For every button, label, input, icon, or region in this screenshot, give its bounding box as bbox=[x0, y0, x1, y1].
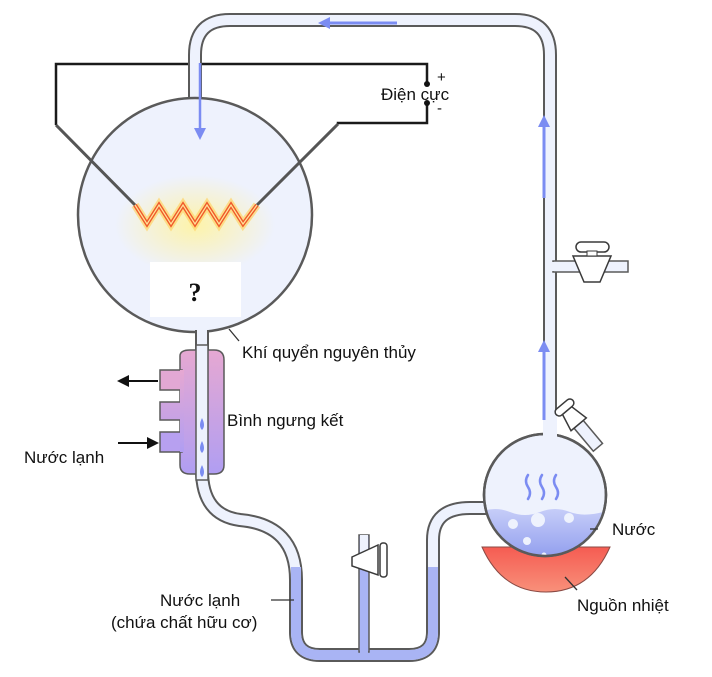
electrode-wires bbox=[54, 62, 429, 125]
leader-lines bbox=[228, 328, 598, 601]
unknown-box bbox=[150, 262, 241, 317]
condenser-label: Bình ngưng kết bbox=[227, 411, 344, 430]
droplet-icon bbox=[200, 465, 204, 477]
lower-left-tube bbox=[195, 330, 490, 662]
electrode-rods bbox=[54, 122, 340, 207]
unknown-label: ? bbox=[189, 278, 202, 307]
electrode-terminal bbox=[424, 100, 430, 106]
water-label: Nước bbox=[612, 520, 656, 539]
cold-water-organic-label-2: (chứa chất hữu cơ) bbox=[111, 613, 257, 632]
bottom-stopcock bbox=[351, 542, 388, 578]
water-in-arrow-icon bbox=[118, 437, 159, 449]
electrode-terminal bbox=[424, 81, 430, 87]
boiling-flask bbox=[482, 398, 608, 558]
flow-arrow-up-icon bbox=[538, 115, 550, 198]
water-out-arrow-icon bbox=[117, 375, 158, 387]
primitive-atmosphere-label: Khí quyển nguyên thủy bbox=[242, 343, 416, 362]
flow-arrow-left-icon bbox=[318, 17, 397, 29]
top-tube bbox=[188, 13, 557, 470]
flow-arrow-down-icon bbox=[194, 63, 206, 140]
flow-arrows bbox=[194, 17, 550, 420]
droplet-icon bbox=[200, 418, 204, 430]
cold-water-organic-label-1: Nước lạnh bbox=[160, 591, 240, 610]
heat-source-label: Nguồn nhiệt bbox=[577, 596, 669, 615]
plus-label: + bbox=[437, 69, 446, 86]
cold-water-in-label: Nước lạnh bbox=[24, 448, 104, 467]
minus-label: - bbox=[437, 100, 442, 117]
electrodes-label: Điện cực bbox=[381, 85, 450, 104]
steam-icon bbox=[524, 473, 560, 501]
condenser bbox=[159, 344, 225, 481]
spark-icon bbox=[131, 197, 261, 232]
right-stopcock bbox=[549, 241, 629, 283]
heat-source bbox=[481, 546, 611, 593]
droplet-icon bbox=[200, 441, 204, 453]
flow-arrow-up-icon bbox=[538, 340, 550, 420]
